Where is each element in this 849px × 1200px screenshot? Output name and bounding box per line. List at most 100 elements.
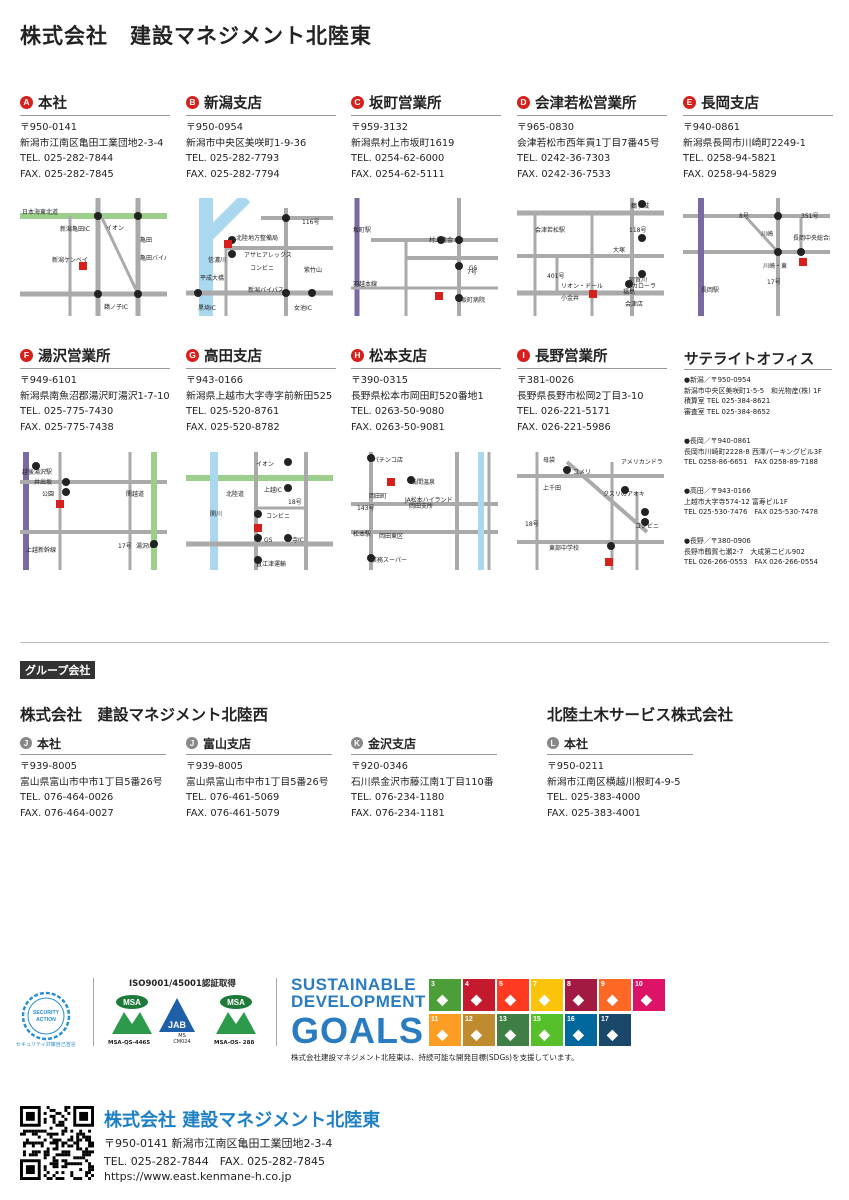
office-fax: FAX. 0263-50-9081 bbox=[351, 421, 445, 433]
sdg-goal-icon: ◆ bbox=[539, 991, 550, 1007]
satellite-line: TEL 026-266-0553 FAX 026-266-0554 bbox=[684, 558, 819, 567]
sdg-goal-number: 16 bbox=[567, 1016, 575, 1023]
map-label: 直江津運輸 bbox=[256, 560, 286, 568]
map-label: 黒埼IC bbox=[198, 304, 216, 312]
map-label: 鶴ヶ城 bbox=[631, 202, 649, 210]
office-name: 会津若松営業所 bbox=[535, 95, 637, 112]
office-address: 新潟県上越市大字寺字前新田525 bbox=[186, 390, 333, 402]
satellite-line: 新潟市中央区美咲町1-5-5 和光物産(株) 1F bbox=[684, 386, 822, 395]
office-letter-badge: D bbox=[517, 95, 530, 109]
map-road bbox=[743, 214, 780, 254]
group-office-rule bbox=[351, 754, 497, 755]
office-letter-badge: I bbox=[517, 348, 530, 362]
map-label: 坂町駅 bbox=[353, 226, 371, 234]
group-office-fax: FAX. 076-234-1181 bbox=[351, 807, 445, 819]
sdg-goal-icon: ◆ bbox=[471, 991, 482, 1007]
map-landmark-dot bbox=[774, 212, 782, 220]
map-road bbox=[201, 198, 251, 243]
map-landmark-dot bbox=[638, 234, 646, 242]
map-landmark-dot bbox=[774, 248, 782, 256]
map-label: イオン bbox=[256, 461, 274, 468]
map-label: 17号 bbox=[118, 543, 132, 550]
sdg-goal-tile: 11◆ bbox=[429, 1014, 461, 1046]
map-label: 松本駅 bbox=[353, 530, 371, 538]
sdg-goal-number: 9 bbox=[601, 981, 605, 988]
group-office-name: 本社 bbox=[564, 736, 589, 751]
group-office-tel: TEL. 076-461-5069 bbox=[186, 792, 280, 803]
footer-address: 〒950-0141 新潟市江南区亀田工業団地2-3-4 bbox=[104, 1137, 333, 1150]
office-fax: FAX. 025-775-7438 bbox=[20, 421, 114, 433]
office-name: 高田支店 bbox=[204, 348, 262, 365]
map-label: コメリ bbox=[573, 469, 591, 476]
map-label: 北陸道 bbox=[226, 490, 244, 498]
footer-url[interactable]: https://www.east.kenmane-h.co.jp bbox=[104, 1170, 292, 1183]
office-name: 松本支店 bbox=[369, 348, 427, 365]
svg-text:MSA: MSA bbox=[227, 998, 245, 1007]
office-tel: TEL. 025-282-7793 bbox=[186, 153, 280, 164]
office-tel: TEL. 0258-94-5821 bbox=[683, 153, 777, 164]
map-landmark-dot bbox=[94, 290, 102, 298]
satellite-line: ●長岡／〒940-0861 bbox=[684, 437, 751, 445]
satellite-line: ●新潟／〒950-0954 bbox=[684, 376, 751, 384]
group-company-doboku: 北陸土木サービス株式会社 bbox=[547, 706, 734, 724]
map-label: 業務スーパー bbox=[371, 556, 407, 564]
office-letter-badge: E bbox=[683, 95, 696, 109]
map-landmark-dot bbox=[625, 280, 633, 288]
map-label: 川崎・東 bbox=[763, 262, 787, 270]
map-landmark-dot bbox=[638, 200, 646, 208]
office-rule bbox=[683, 115, 833, 116]
map-landmark-dot bbox=[437, 236, 445, 244]
office-map-a: 日本海東北道新潟亀田ICイオン亀田新潟ケンベイ亀田バイパス鵜ノ子IC bbox=[20, 198, 167, 316]
office-tel: TEL. 0263-50-9080 bbox=[351, 406, 445, 417]
map-landmark-dot bbox=[284, 534, 292, 542]
map-landmark-dot bbox=[282, 289, 290, 297]
map-landmark-dot bbox=[194, 289, 202, 297]
map-label: JA松本ハイランド bbox=[404, 496, 453, 504]
map-label: 村上信金 bbox=[429, 236, 453, 244]
group-office-badge: J bbox=[20, 737, 32, 749]
map-landmark-dot bbox=[563, 466, 571, 474]
map-label: 亀田バイパス bbox=[140, 254, 167, 262]
group-office-zip: 〒939-8005 bbox=[186, 761, 243, 772]
office-rule bbox=[351, 368, 501, 369]
map-label: コンビニ bbox=[635, 522, 659, 530]
iso-label: ISO9001/45001認証取得 bbox=[129, 979, 236, 989]
map-label: 湯沢IC bbox=[136, 542, 154, 550]
map-label: 関川 bbox=[210, 511, 222, 518]
office-fax: FAX. 0254-62-5111 bbox=[351, 168, 445, 180]
map-label: コンビニ bbox=[266, 512, 290, 520]
sdg-goal-tile: 4◆ bbox=[463, 979, 495, 1011]
map-landmark-dot bbox=[638, 270, 646, 278]
office-location-marker bbox=[605, 558, 613, 566]
map-label: 亀田 bbox=[140, 236, 152, 244]
map-landmark-dot bbox=[367, 454, 375, 462]
office-name: 湯沢営業所 bbox=[38, 348, 111, 365]
office-heading: D 会津若松営業所 bbox=[517, 92, 677, 112]
sdg-goal-number: 12 bbox=[465, 1016, 473, 1023]
office-location-marker bbox=[799, 258, 807, 266]
map-landmark-dot bbox=[455, 236, 463, 244]
map-landmark-dot bbox=[407, 476, 415, 484]
office-rule bbox=[517, 368, 667, 369]
map-landmark-dot bbox=[641, 508, 649, 516]
map-landmark-dot bbox=[284, 458, 292, 466]
office-zip: 〒959-3132 bbox=[351, 122, 408, 133]
map-label: 会津店 bbox=[625, 300, 643, 308]
sdg-goal-icon: ◆ bbox=[437, 1026, 448, 1042]
map-label: 福島 bbox=[623, 288, 635, 296]
qr-code[interactable] bbox=[20, 1106, 94, 1180]
map-label: 公園 bbox=[42, 491, 54, 498]
office-zip: 〒943-0166 bbox=[186, 375, 243, 386]
satellite-line: 長野市鶴賀七瀬2-7 大成第二ビル902 bbox=[684, 547, 805, 556]
